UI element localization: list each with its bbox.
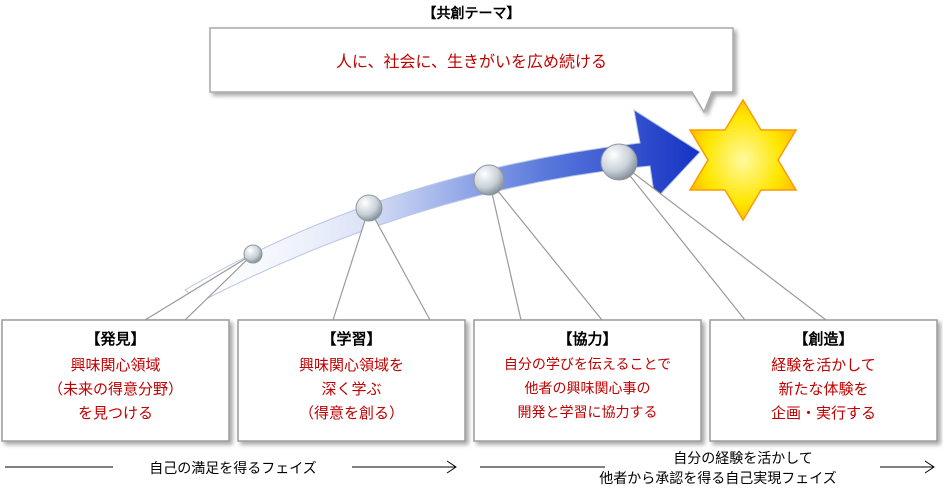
phase-line-creation-3: 企画・実行する (770, 404, 876, 422)
phase-title-discovery: 【発見】 (85, 330, 146, 348)
phase-line-cooperation-1: 自分の学びを伝えることで (503, 357, 672, 373)
milestone-bubble-3 (473, 164, 505, 196)
phase-line-creation-2: 新たな体験を (778, 380, 869, 398)
phase-line-discovery-3: を見つける (77, 404, 153, 422)
phase-line-discovery-1: 興味関心領域 (70, 356, 161, 374)
phase-box-discovery (1, 319, 230, 442)
theme-heading: 【共創テーマ】 (422, 6, 521, 22)
milestone-bubble-2 (355, 194, 383, 222)
phase-line-learning-1: 興味関心領域を (298, 356, 404, 374)
theme-text: 人に、社会に、生きがいを広め続ける (335, 52, 608, 71)
phase-box-learning (237, 319, 466, 442)
progress-arrow (184, 108, 701, 303)
phase-line-learning-3: （得意を創る） (298, 404, 404, 422)
phase-title-cooperation: 【協力】 (557, 330, 618, 348)
phase-line-cooperation-3: 開発と学習に協力する (517, 405, 658, 421)
phase-title-learning: 【学習】 (321, 330, 382, 348)
theme-callout-box (209, 27, 734, 114)
phase-discovery: 【発見】 興味関心領域 （未来の得意分野） を見つける (2, 328, 229, 425)
footer-arrow-left-head (446, 460, 457, 474)
milestone-bubble-4 (600, 143, 638, 181)
phase-box-creation (709, 319, 938, 442)
phase-creation: 【創造】 経験を活かして 新たな体験を 企画・実行する (710, 328, 937, 425)
phase-line-discovery-2: （未来の得意分野） (47, 380, 183, 398)
phase-title-creation: 【創造】 (793, 330, 854, 348)
footer-right-label-line1: 自分の経験を活かして (673, 451, 813, 467)
callout-pointer-discovery (142, 253, 254, 321)
footer-left-label: 自己の満足を得るフェイズ (149, 461, 317, 477)
phase-cooperation: 【協力】 自分の学びを伝えることで 他者の興味関心事の 開発と学習に協力する (474, 328, 701, 425)
footer-right-label-line2: 他者から承認を得る自己実現フェイズ (599, 471, 837, 487)
phase-line-learning-2: 深く学ぶ (321, 380, 382, 398)
phase-line-cooperation-2: 他者の興味関心事の (524, 381, 651, 397)
phase-learning: 【学習】 興味関心領域を 深く学ぶ （得意を創る） (238, 328, 465, 425)
phase-line-creation-1: 経験を活かして (771, 356, 876, 374)
footer-arrow-right-head (924, 460, 935, 474)
milestone-bubble-1 (243, 244, 263, 264)
phase-box-cooperation (473, 319, 702, 442)
goal-star-icon (688, 98, 798, 222)
callout-pointer-cooperation (488, 179, 604, 321)
